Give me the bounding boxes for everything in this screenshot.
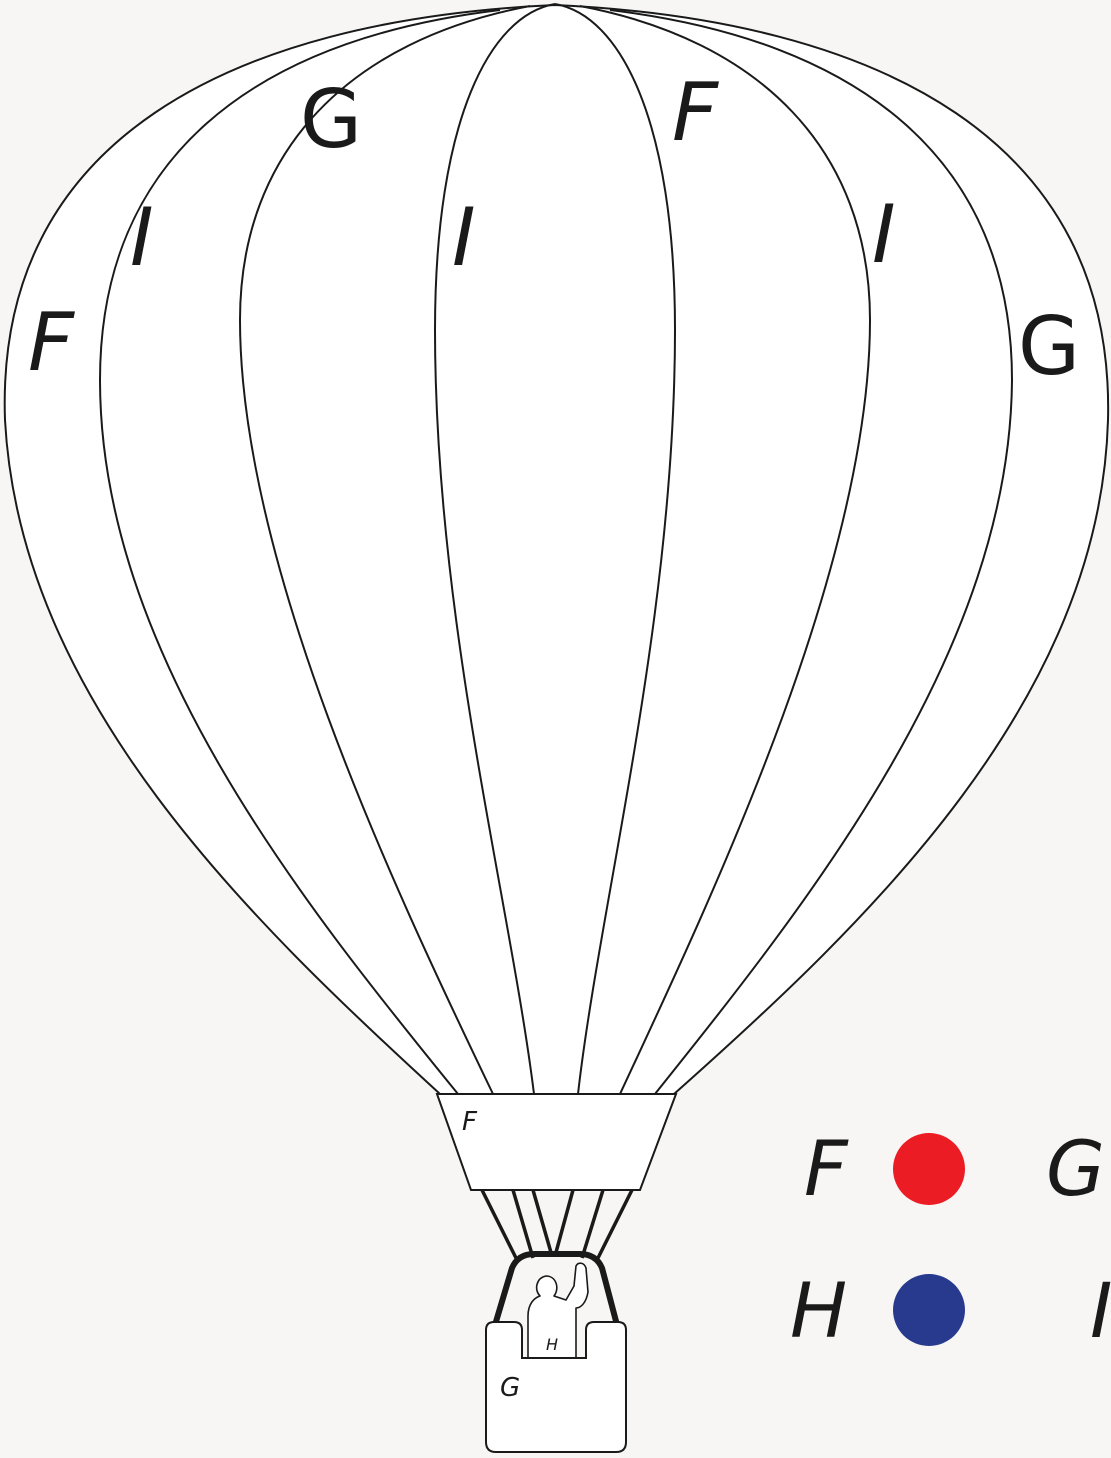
legend-right-label: I xyxy=(1090,1266,1111,1355)
legend-row: F G xyxy=(804,1124,1105,1213)
panel-label: G xyxy=(1018,300,1080,393)
legend-row: H I xyxy=(790,1266,1111,1355)
legend-left-label: H xyxy=(790,1266,847,1355)
panel-label: I xyxy=(872,188,896,281)
blue-swatch xyxy=(893,1274,965,1346)
panel-label: F xyxy=(28,296,75,389)
legend-left-label: F xyxy=(804,1124,849,1213)
panel-label: G xyxy=(300,73,362,166)
panel-label: I xyxy=(452,191,476,284)
basket-label: G xyxy=(500,1373,520,1403)
red-swatch xyxy=(893,1133,965,1205)
panel-label: F xyxy=(672,66,719,159)
pilot-label: H xyxy=(546,1335,558,1354)
skirt-label: F xyxy=(462,1107,478,1137)
panel-label: I xyxy=(130,191,154,284)
legend-right-label: G xyxy=(1046,1124,1105,1213)
color-legend: F G H I xyxy=(790,1124,1111,1355)
balloon-envelope xyxy=(5,5,1108,1094)
pilot-figure: H xyxy=(528,1263,588,1358)
